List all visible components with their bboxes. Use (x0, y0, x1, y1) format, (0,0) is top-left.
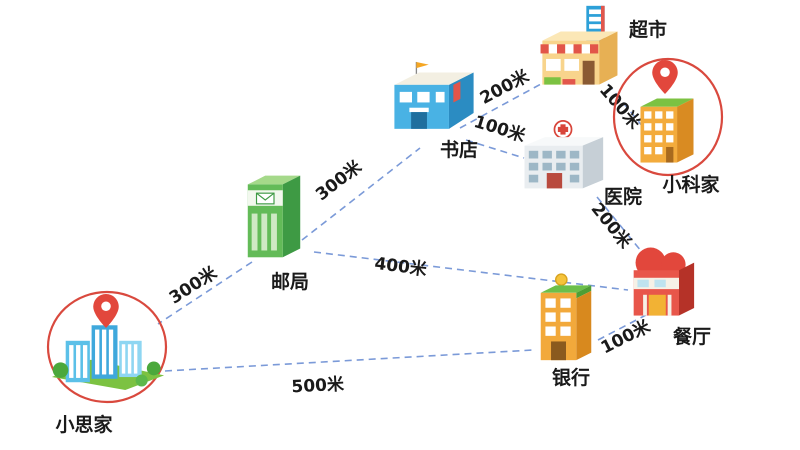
location-pin-xiaoke-home (652, 60, 678, 94)
place-label-hospital: 医院 (604, 185, 642, 208)
place-label-xiaosi-home: 小思家 (55, 413, 113, 436)
distance-label-bookstore-supermarket: 200米 (476, 65, 533, 109)
edge-supermarket-xiaoke-home (607, 83, 644, 128)
distance-label-post-office-bookstore: 300米 (311, 156, 366, 205)
building-bookstore-icon (393, 61, 475, 130)
distance-label-xiaosi-home-bank: 500米 (291, 374, 346, 398)
building-hospital-icon (523, 120, 605, 190)
building-xiaosi-home-icon (51, 325, 165, 390)
place-label-supermarket: 超市 (628, 18, 667, 41)
edge-bookstore-hospital (465, 139, 525, 159)
distance-label-bank-restaurant: 100米 (597, 315, 654, 358)
building-xiaoke-home-icon (640, 98, 694, 163)
highlight-circle-xiaosi-home (46, 290, 168, 404)
edge-xiaosi-home-bank (164, 349, 534, 372)
place-label-post-office: 邮局 (271, 271, 309, 293)
building-bank-icon (540, 273, 592, 361)
edge-hospital-restaurant (596, 196, 651, 263)
place-label-bank: 银行 (552, 366, 590, 389)
building-post-office-icon (247, 175, 301, 258)
building-restaurant-icon (633, 247, 695, 316)
distance-label-post-office-restaurant: 400米 (373, 253, 429, 280)
distance-label-bookstore-hospital: 100米 (471, 111, 528, 147)
building-supermarket-icon (540, 5, 618, 85)
place-label-bookstore: 书店 (440, 138, 478, 161)
place-label-restaurant: 餐厅 (673, 325, 711, 348)
edge-bookstore-supermarket (459, 77, 553, 129)
distance-label-post-office-xiaosi-home: 300米 (165, 262, 221, 309)
place-label-xiaoke-home: 小科家 (662, 173, 720, 196)
edge-post-office-restaurant (313, 251, 629, 291)
highlight-circle-xiaoke-home (612, 57, 724, 177)
edge-bank-restaurant (597, 314, 647, 341)
edge-post-office-bookstore (301, 147, 421, 241)
nodes-layer (46, 5, 724, 404)
location-pin-xiaosi-home (93, 294, 119, 328)
edge-post-office-xiaosi-home (157, 261, 253, 325)
